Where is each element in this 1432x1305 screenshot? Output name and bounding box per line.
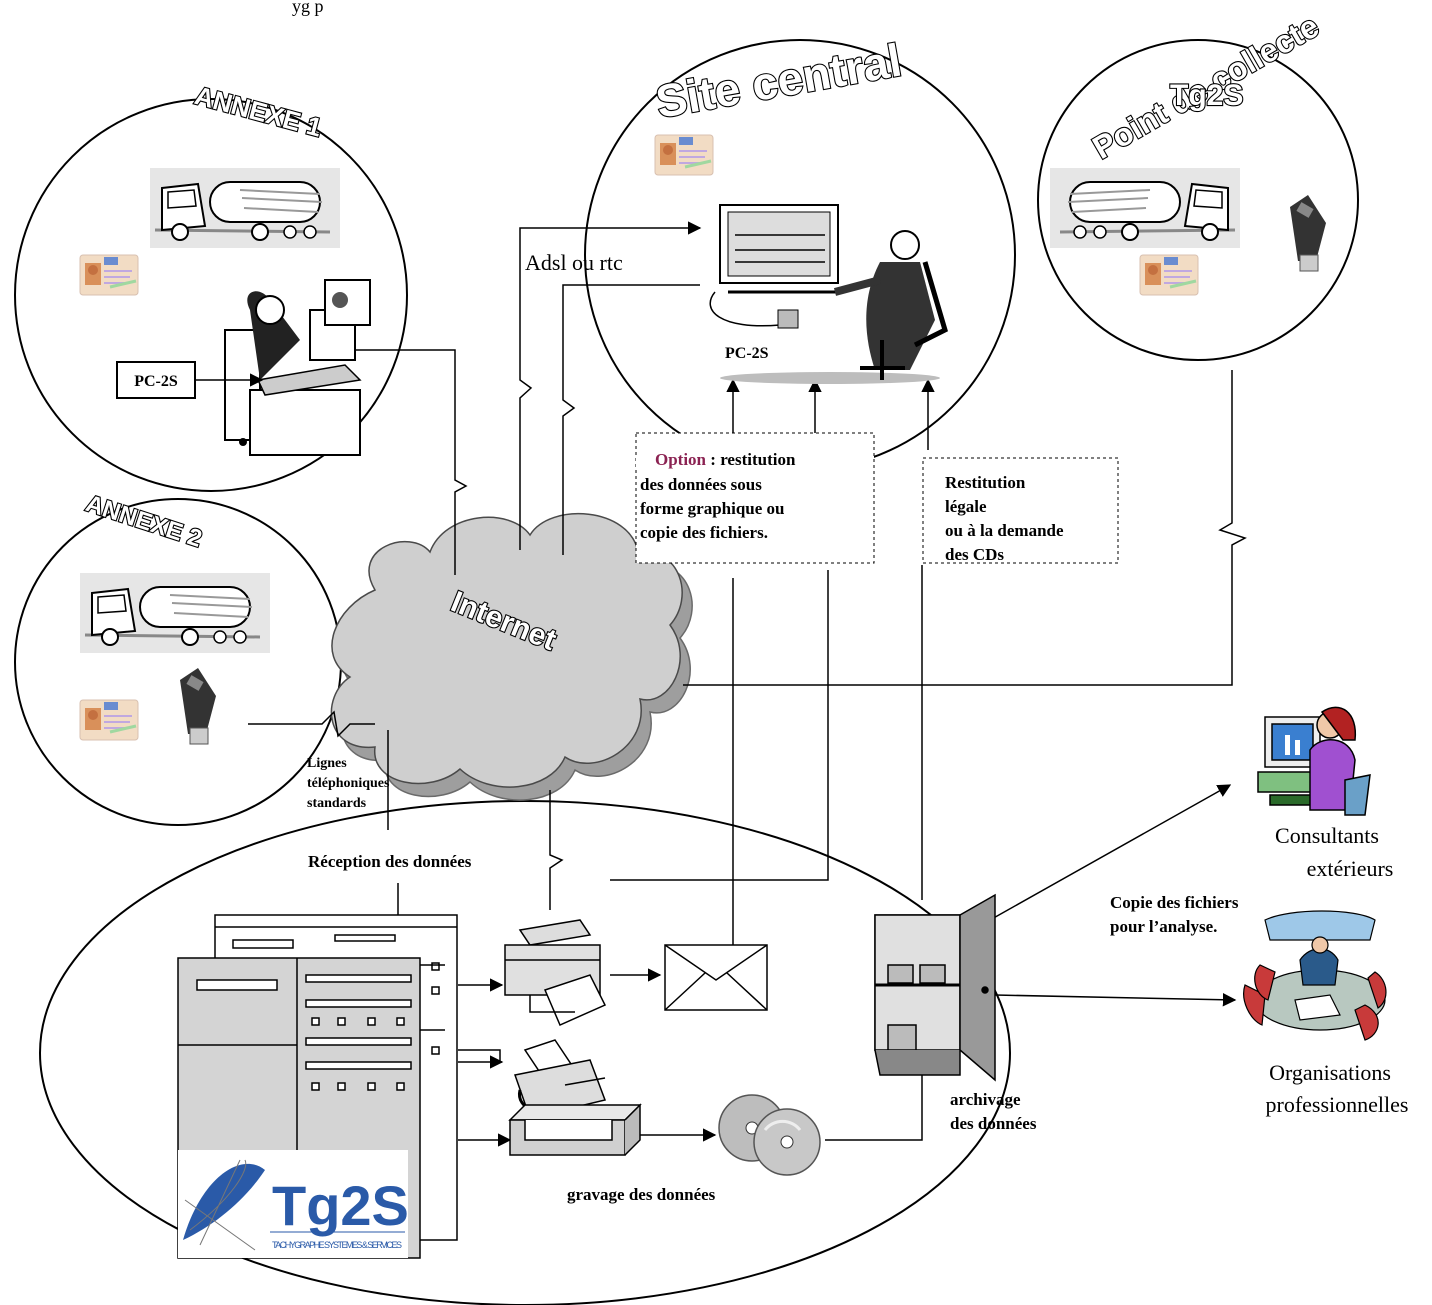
- uplink-to-central: [519, 221, 702, 550]
- annexe1-circle: [14, 98, 408, 492]
- driver-card-icon: [1138, 253, 1200, 297]
- logo-tagline: TACHYGRAPHE SYSTEMES & SERVICES: [272, 1240, 402, 1250]
- printer-link: [549, 790, 564, 910]
- consultant-icon: [1257, 706, 1371, 816]
- organisations-line-1: Organisations: [1269, 1060, 1391, 1085]
- pc2s-central-label: PC-2S: [725, 345, 769, 362]
- copie-line-1: Copie des fichiers: [1110, 893, 1239, 912]
- cd-burner-icon: [508, 1103, 642, 1156]
- point-collecte-title-line2: Tg2S: [1170, 79, 1243, 112]
- header-fragment: yg p: [292, 0, 324, 16]
- option-line-1: Option : restitution: [655, 450, 796, 469]
- consultants-line-2: extérieurs: [1307, 856, 1394, 881]
- printer-icon: [504, 919, 607, 1026]
- archive-to-organisations: [994, 992, 1237, 1007]
- restitution-line-1: Restitution: [945, 473, 1026, 492]
- option-box-mask: [636, 458, 644, 468]
- annexe1-title: ANNEXE 1: [192, 80, 325, 143]
- fax-link: [610, 845, 829, 881]
- annexe2-link: [248, 710, 375, 738]
- restitution-box: [922, 457, 1119, 564]
- lignes-line-2: téléphoniques: [307, 776, 390, 791]
- internet-cloud: [330, 513, 683, 788]
- gravage-label: gravage des données: [567, 1185, 716, 1204]
- logo-name: Tg2S: [272, 1174, 409, 1237]
- point-collecte-circle: [1037, 39, 1359, 361]
- truck-icon: [148, 166, 342, 250]
- organisations-icon: [1243, 910, 1387, 1041]
- archivage-line-1: archivage: [950, 1090, 1021, 1109]
- driver-card-icon: [78, 698, 140, 742]
- server-to-fax: [458, 1050, 502, 1062]
- connection-lines: [248, 221, 1247, 1147]
- fax-icon: [514, 1039, 607, 1119]
- archivage-line-2: des données: [950, 1114, 1037, 1133]
- envelope-icon: [664, 944, 768, 1011]
- office-worker-icon: [224, 279, 371, 456]
- card-reader-icon: [1289, 194, 1327, 272]
- card-reader-icon: [179, 667, 217, 745]
- copie-line-2: pour l’analyse.: [1110, 917, 1217, 936]
- point-collecte-link: [683, 370, 1247, 686]
- option-line-2: des données sous: [640, 475, 762, 494]
- option-line-3: forme graphique ou: [640, 499, 785, 518]
- option-line-4: copie des fichiers.: [640, 523, 768, 542]
- tg2s-logo: Tg2S TACHYGRAPHE SYSTEMES & SERVICES: [178, 1150, 409, 1258]
- lignes-line-3: standards: [307, 796, 367, 811]
- annexe2-circle: [14, 498, 342, 826]
- pc2s-annexe-label: PC-2S: [134, 373, 178, 390]
- option-box: [635, 432, 875, 564]
- archive-cabinet-icon: [874, 893, 996, 1082]
- truck-icon: [1048, 166, 1242, 250]
- central-downlink: [562, 284, 700, 555]
- truck-icon: [78, 571, 272, 655]
- archive-to-consultants: [989, 784, 1232, 921]
- restitution-line-3: ou à la demande: [945, 521, 1064, 540]
- restitution-line-2: légale: [945, 497, 987, 516]
- lignes-line-1: Lignes: [307, 756, 347, 771]
- organisations-line-2: professionnelles: [1266, 1092, 1409, 1117]
- workstation-icon: [709, 204, 948, 384]
- adsl-label: Adsl ou rtc: [525, 250, 623, 275]
- cd-discs-icon: [718, 1094, 821, 1176]
- driver-card-icon: [653, 133, 715, 177]
- site-central-title: Site central: [652, 34, 905, 128]
- reception-label: Réception des données: [308, 852, 472, 871]
- annexe1-link: [355, 349, 468, 575]
- cd-to-archive: [825, 1048, 929, 1141]
- restitution-line-4: des CDs: [945, 545, 1004, 564]
- driver-card-icon: [78, 253, 140, 297]
- consultants-line-1: Consultants: [1275, 823, 1379, 848]
- data-center-ellipse: [39, 800, 1011, 1305]
